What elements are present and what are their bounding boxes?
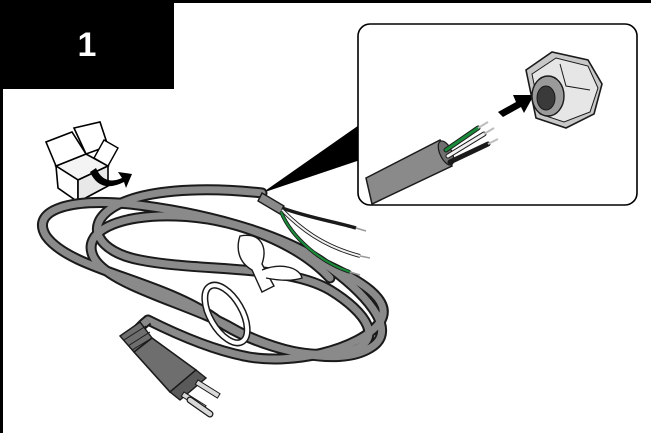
insert-arrow-icon	[498, 95, 534, 117]
step-number: 1	[77, 25, 97, 64]
strain-relief-fitting-icon	[525, 51, 603, 129]
power-plug	[118, 315, 221, 418]
stripped-cable-end	[257, 192, 371, 276]
callout-pointer	[262, 116, 372, 193]
detail-inset	[357, 23, 638, 206]
arrow-icon	[90, 168, 132, 188]
frame-left-border	[0, 0, 3, 433]
step-number-tab: 1	[0, 0, 174, 89]
open-box-icon	[44, 121, 119, 204]
inset-cable	[365, 121, 499, 206]
cable-tie	[201, 234, 303, 347]
power-cord-coil	[37, 184, 389, 365]
frame-top-border	[0, 0, 651, 3]
